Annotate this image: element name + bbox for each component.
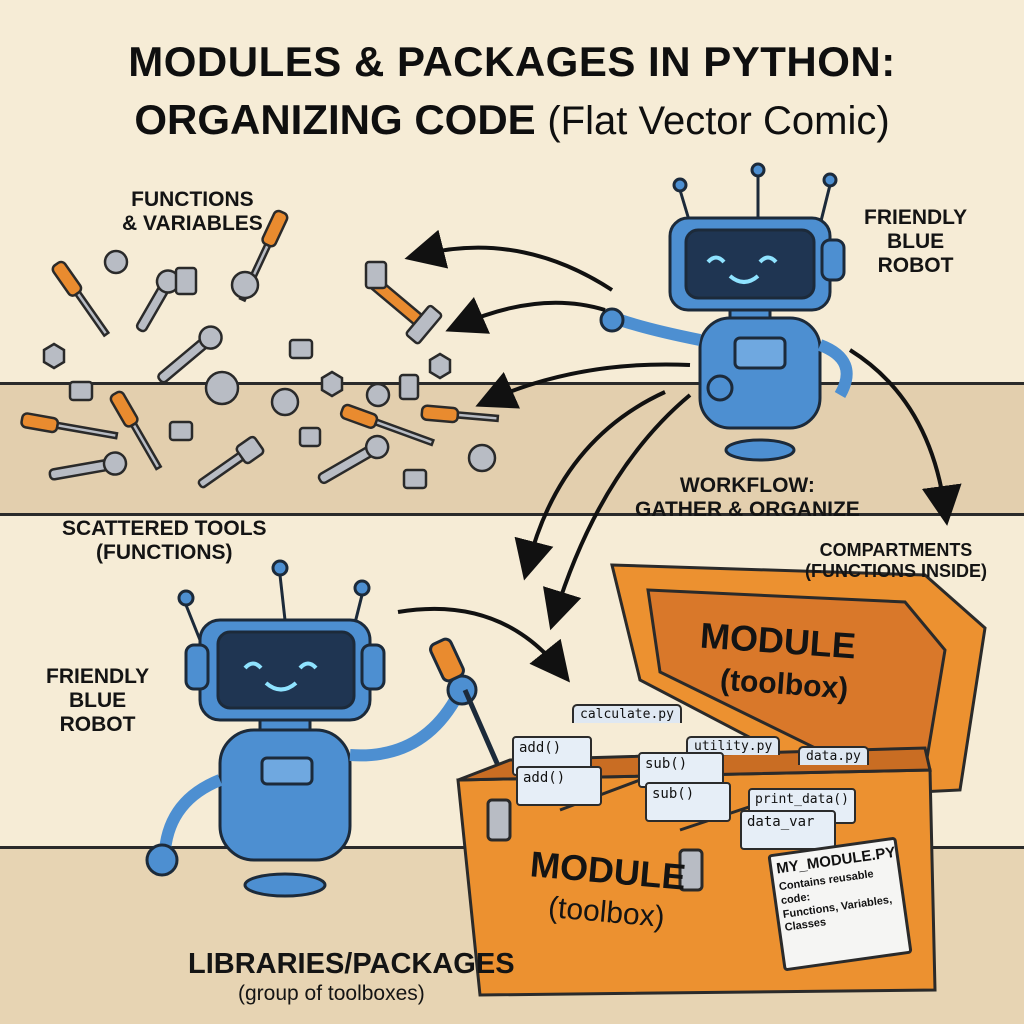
- module-plate: MY_MODULE.PY Contains reusable code: Fun…: [767, 836, 913, 972]
- screwdriver-icon: [109, 390, 163, 471]
- workflow-arrows: [397, 229, 962, 683]
- tab-utility: utility.py: [686, 736, 781, 755]
- bolt-icon: [68, 260, 428, 490]
- gear-icon: [103, 249, 497, 473]
- title-line-1: MODULES & PACKAGES IN PYTHON:: [128, 38, 896, 85]
- compartments-label: COMPARTMENTS (FUNCTIONS INSIDE): [805, 540, 987, 581]
- title-line-2: ORGANIZING CODE (Flat Vector Comic): [0, 96, 1024, 144]
- robot-top: [599, 162, 853, 462]
- wrench-icon: [48, 451, 128, 481]
- screwdriver-icon: [20, 412, 119, 440]
- title-light: (Flat Vector Comic): [547, 99, 890, 143]
- plate-text: Contains reusable code: Functions, Varia…: [778, 868, 893, 935]
- function-card-add-2: add(): [516, 766, 602, 806]
- scattered-tools-label: SCATTERED TOOLS (FUNCTIONS): [62, 517, 267, 565]
- libraries-sub-label: (group of toolboxes): [238, 982, 425, 1005]
- screwdriver-icon: [339, 403, 435, 447]
- screwdriver-icon: [51, 260, 111, 338]
- functions-variables-label: FUNCTIONS & VARIABLES: [122, 188, 263, 236]
- pliers-icon: [197, 435, 265, 489]
- wrench-icon: [317, 434, 390, 485]
- workflow-label: WORKFLOW: GATHER & ORGANIZE: [635, 474, 860, 522]
- wrench-icon: [157, 325, 223, 384]
- libraries-label: LIBRARIES/PACKAGES: [188, 948, 515, 980]
- robot-top-label: FRIENDLY BLUE ROBOT: [864, 206, 968, 278]
- screwdriver-icon: [420, 404, 500, 424]
- tab-data: data.py: [798, 746, 869, 765]
- title-bold: ORGANIZING CODE: [134, 96, 536, 143]
- scattered-tools: [20, 209, 500, 490]
- function-card-sub-2: sub(): [645, 782, 731, 822]
- wrench-icon: [135, 269, 181, 333]
- nut-icon: [42, 342, 452, 398]
- function-card-data-var: data_var: [740, 810, 836, 850]
- tab-calculate: calculate.py: [572, 704, 682, 723]
- robot-bottom: [145, 559, 503, 898]
- robot-bottom-label: FRIENDLY BLUE ROBOT: [46, 665, 150, 737]
